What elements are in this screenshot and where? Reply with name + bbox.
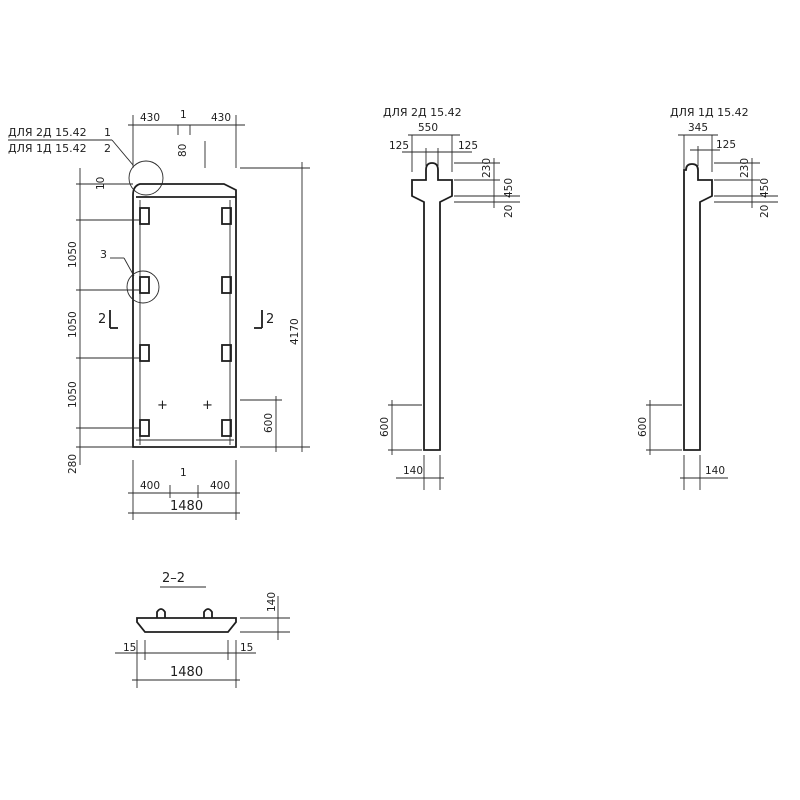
dim-top-430-left: 430 <box>140 112 160 124</box>
dim-top-mark-1: 1 <box>180 109 187 121</box>
dim-section-15-right: 15 <box>240 642 253 654</box>
dim-1d-140: 140 <box>705 465 725 477</box>
detail-mark-3: 3 <box>100 248 107 261</box>
slab-outline <box>132 183 237 448</box>
cut-mark-left: 2 <box>98 312 106 327</box>
section-2-2: 2–2 140 15 15 1480 <box>115 571 290 688</box>
dim-left-1050-b: 1050 <box>67 311 79 338</box>
dim-section-140: 140 <box>266 592 278 612</box>
dim-left-280: 280 <box>67 454 79 474</box>
dim-width-1480: 1480 <box>170 499 203 514</box>
dim-1d-20: 20 <box>759 205 771 218</box>
dim-section-15-left: 15 <box>123 642 136 654</box>
dim-2d-125-left: 125 <box>389 140 409 152</box>
section-loop-left <box>156 608 166 618</box>
dim-top-80: 80 <box>177 144 189 157</box>
dim-2d-450: 450 <box>503 178 515 198</box>
cut-mark-right: 2 <box>266 312 274 327</box>
dim-bottom-400-left: 400 <box>140 480 160 492</box>
dim-2d-550: 550 <box>418 122 438 134</box>
dim-bottom-400-right: 400 <box>210 480 230 492</box>
dim-left-10: 10 <box>95 177 107 190</box>
dim-bottom-mark-1: 1 <box>180 467 187 479</box>
dim-2d-230: 230 <box>481 158 493 178</box>
detail-circle-3 <box>126 270 160 304</box>
dim-left-1050-a: 1050 <box>67 241 79 268</box>
dim-top-430-right: 430 <box>211 112 231 124</box>
section-outline <box>136 617 237 633</box>
dim-1d-345: 345 <box>688 122 708 134</box>
callout-label-2: ДЛЯ 1Д 15.42 <box>8 142 87 155</box>
dim-1d-450: 450 <box>759 178 771 198</box>
view-1d-title: ДЛЯ 1Д 15.42 <box>670 106 749 119</box>
callout-number-2: 2 <box>104 142 111 155</box>
lifting-mark-left: + <box>157 398 168 413</box>
dim-2d-140: 140 <box>403 465 423 477</box>
dim-2d-20: 20 <box>503 205 515 218</box>
section-loop-right <box>203 608 213 618</box>
section-title: 2–2 <box>162 571 185 586</box>
lifting-mark-right: + <box>202 398 213 413</box>
main-elevation: + + ДЛЯ 2Д 15.42 1 ДЛЯ 1Д 15.42 2 3 2 2 … <box>8 109 310 520</box>
dim-section-1480: 1480 <box>170 665 203 680</box>
side-view-2d: ДЛЯ 2Д 15.42 550 125 125 230 450 20 600 … <box>379 106 520 490</box>
dim-2d-125-right: 125 <box>458 140 478 152</box>
dim-1d-230: 230 <box>739 158 751 178</box>
section-2d-outline <box>411 162 453 451</box>
callout-number-1: 1 <box>104 126 111 139</box>
dim-height-4170: 4170 <box>289 318 301 345</box>
callout-label-1: ДЛЯ 2Д 15.42 <box>8 126 87 139</box>
detail-circle-top <box>128 160 164 196</box>
dim-1d-600: 600 <box>637 417 649 437</box>
dim-right-600: 600 <box>263 413 275 433</box>
section-1d-outline <box>683 163 713 451</box>
side-view-1d: ДЛЯ 1Д 15.42 345 125 230 450 20 600 140 <box>637 106 778 490</box>
view-2d-title: ДЛЯ 2Д 15.42 <box>383 106 462 119</box>
dim-left-1050-c: 1050 <box>67 381 79 408</box>
dim-1d-125: 125 <box>716 139 736 151</box>
embedded-parts <box>139 207 232 437</box>
dim-2d-600: 600 <box>379 417 391 437</box>
